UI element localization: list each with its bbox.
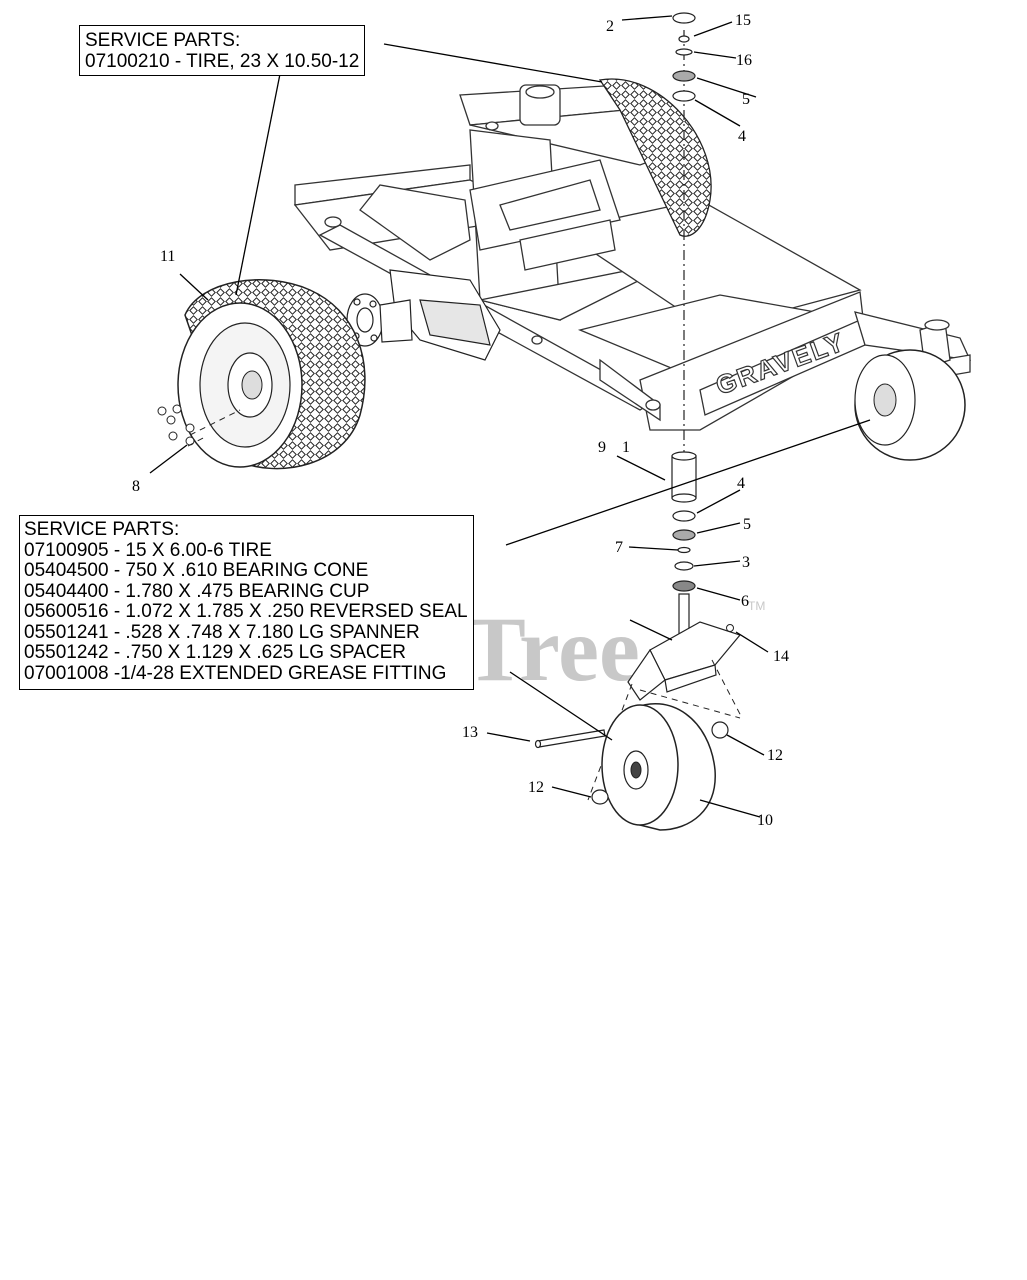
- callout-12-right: 12: [767, 747, 783, 764]
- service-part-line: 07100210 - TIRE, 23 X 10.50-12: [85, 50, 360, 72]
- wheel-spacers: [591, 721, 729, 805]
- callout-labels: 1 2 3 4 4 5 5 6 7 8 9 10 11 12 12 13 14 …: [132, 12, 789, 829]
- transmission-assembly: [346, 269, 501, 361]
- service-part-line: 05404500 - 750 X .610 BEARING CONE: [24, 560, 369, 581]
- callout-14: 14: [773, 648, 789, 665]
- service-part-line: 05501242 - .750 X 1.129 X .625 LG SPACER: [24, 642, 407, 663]
- rear-tire: [177, 279, 366, 470]
- callout-10: 10: [757, 812, 773, 829]
- rear-tire-far: [598, 78, 712, 237]
- caster-spindle-stack: [627, 12, 742, 701]
- callout-12-left: 12: [528, 779, 544, 796]
- callout-1: 1: [622, 439, 630, 456]
- callout-5-lower: 5: [743, 516, 751, 533]
- service-parts-box-front: SERVICE PARTS: 07100905 - 15 X 6.00-6 TI…: [19, 515, 474, 690]
- service-part-line: 05404400 - 1.780 X .475 BEARING CUP: [24, 580, 370, 602]
- callout-11: 11: [160, 248, 175, 265]
- service-parts-title: SERVICE PARTS:: [85, 30, 241, 51]
- callout-2: 2: [606, 18, 614, 35]
- assembly-guide-lines: [187, 409, 743, 801]
- callout-7: 7: [615, 539, 623, 556]
- callout-6: 6: [741, 593, 749, 610]
- callout-15: 15: [735, 12, 751, 29]
- callout-3: 3: [742, 554, 750, 571]
- service-part-line: 05600516 - 1.072 X 1.785 X .250 REVERSED…: [24, 601, 468, 622]
- callout-5-upper: 5: [742, 91, 750, 108]
- service-parts-box-rear: SERVICE PARTS: 07100210 - TIRE, 23 X 10.…: [79, 25, 366, 76]
- watermark-tm: TM: [748, 599, 765, 613]
- service-part-line: 07100905 - 15 X 6.00-6 TIRE: [24, 539, 272, 561]
- callout-13: 13: [462, 724, 478, 741]
- callout-16: 16: [736, 52, 752, 69]
- service-part-line: 07001008 -1/4-28 EXTENDED GREASE FITTING: [24, 662, 447, 684]
- callout-8: 8: [132, 478, 140, 495]
- leader-lines: [149, 15, 871, 818]
- callout-4-upper: 4: [738, 128, 746, 145]
- service-part-line: 05501241 - .528 X .748 X 7.180 LG SPANNE…: [24, 621, 420, 643]
- callout-4-lower: 4: [737, 475, 745, 492]
- axle-bolt: [534, 729, 606, 749]
- callout-9: 9: [598, 439, 606, 456]
- front-caster-wheel: [601, 703, 716, 831]
- grease-fitting: [726, 624, 734, 632]
- caster-wheel-mounted: [854, 349, 966, 461]
- service-parts-title: SERVICE PARTS:: [24, 519, 180, 540]
